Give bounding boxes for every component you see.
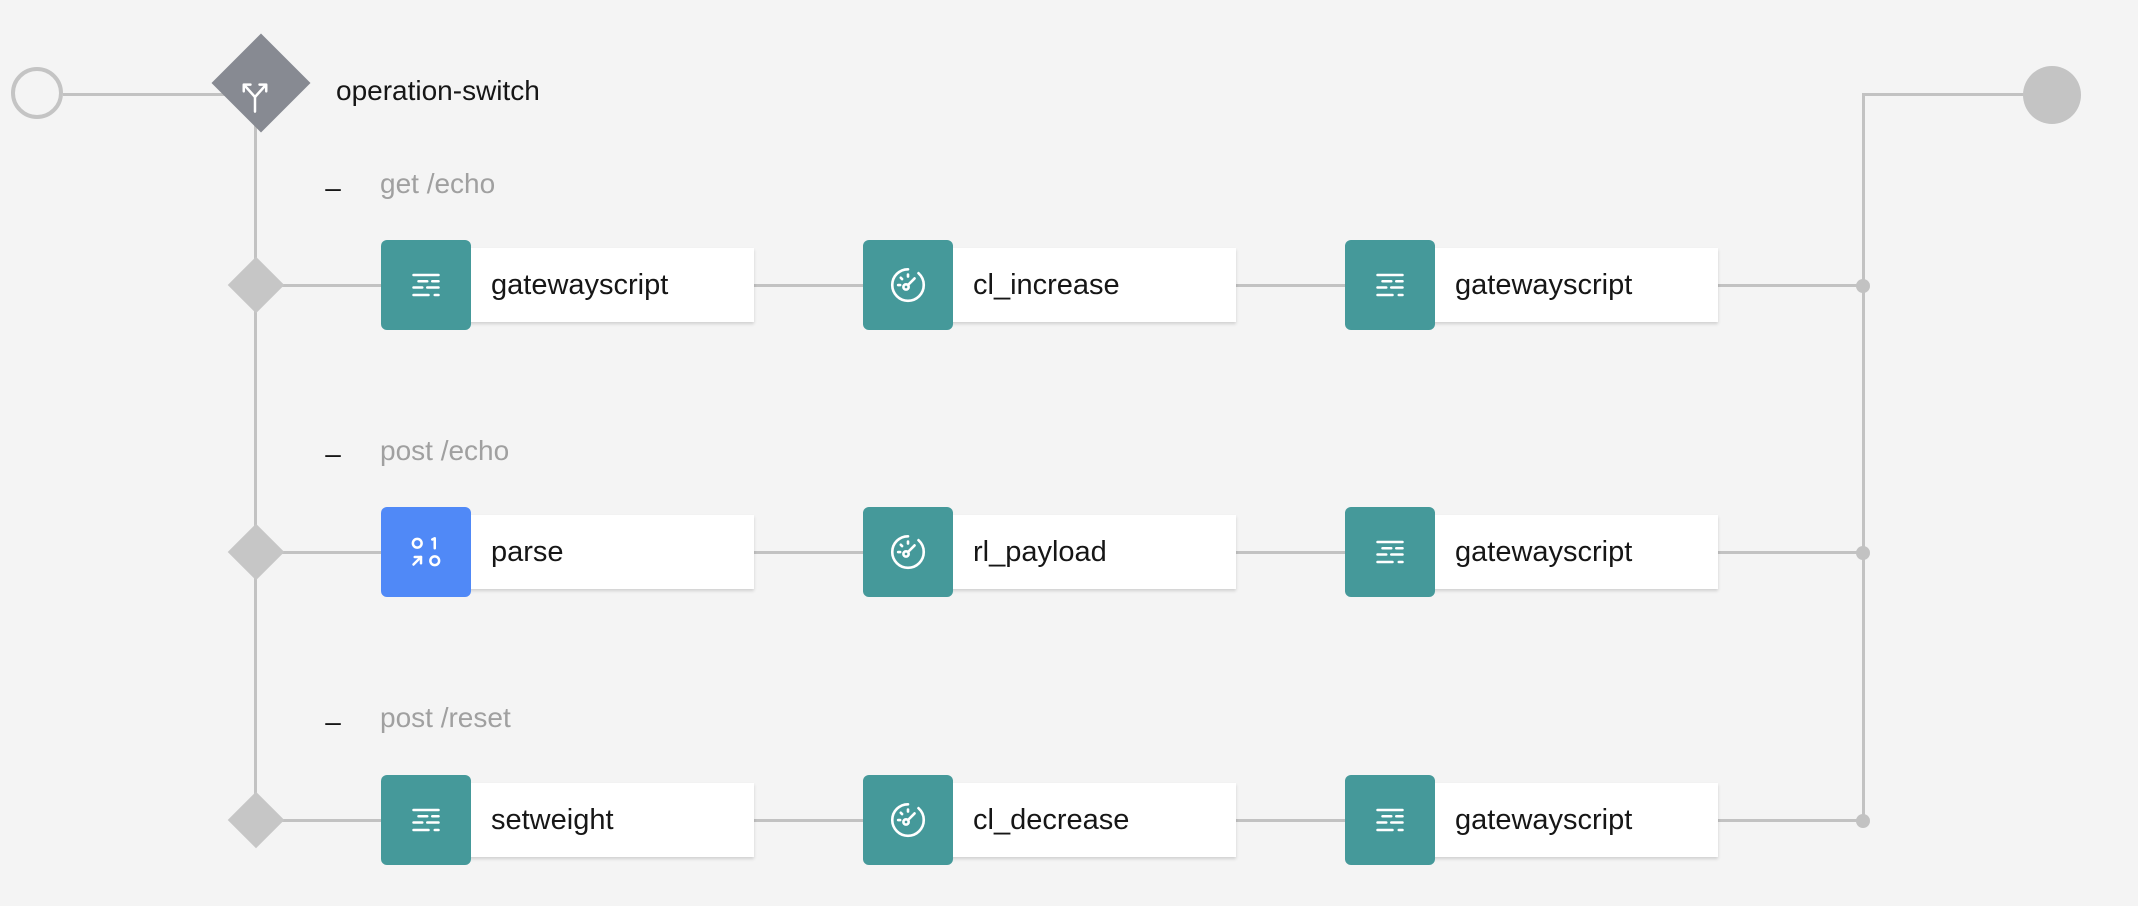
policy-label: gatewayscript [491, 269, 669, 301]
connector-merge-trunk [1862, 93, 1865, 823]
policy-card [1405, 248, 1718, 322]
gauge-icon [863, 240, 953, 330]
connector-end [1862, 93, 2024, 96]
policy-card [923, 515, 1236, 589]
policy-node[interactable]: rl_payload [863, 507, 1238, 597]
policy-label: gatewayscript [1455, 269, 1633, 301]
policy-node[interactable]: gatewayscript [1345, 775, 1720, 865]
script-icon [381, 240, 471, 330]
case-label[interactable]: post /echo [380, 435, 510, 466]
script-icon [1345, 240, 1435, 330]
policy-card [441, 248, 754, 322]
script-icon [381, 775, 471, 865]
merge-dot [1856, 546, 1870, 560]
case-label[interactable]: post /reset [380, 702, 511, 733]
policy-label: rl_payload [973, 536, 1107, 568]
script-icon [1345, 507, 1435, 597]
case-branch-diamond[interactable] [227, 256, 285, 314]
policy-card [441, 515, 754, 589]
case-branch-diamond[interactable] [227, 523, 285, 581]
script-icon [1345, 775, 1435, 865]
gauge-icon [863, 507, 953, 597]
policy-label: parse [491, 536, 564, 568]
collapse-toggle[interactable]: – [325, 438, 341, 469]
collapse-toggle[interactable]: – [325, 172, 341, 203]
policy-node[interactable]: cl_decrease [863, 775, 1238, 865]
policy-node[interactable]: gatewayscript [381, 240, 756, 330]
parse-icon [381, 507, 471, 597]
policy-label: gatewayscript [1455, 804, 1633, 836]
policy-label: cl_decrease [973, 804, 1130, 836]
policy-card [923, 783, 1236, 857]
connector-switch-trunk [254, 118, 257, 823]
collapse-toggle[interactable]: – [325, 706, 341, 737]
gauge-icon [863, 775, 953, 865]
policy-card [1405, 515, 1718, 589]
policy-label: gatewayscript [1455, 536, 1633, 568]
case-label[interactable]: get /echo [380, 168, 496, 199]
policy-card [441, 783, 754, 857]
policy-node[interactable]: cl_increase [863, 240, 1238, 330]
policy-node[interactable]: gatewayscript [1345, 507, 1720, 597]
policy-node[interactable]: setweight [381, 775, 756, 865]
switch-label[interactable]: operation-switch [336, 75, 540, 106]
case-branch-diamond[interactable] [227, 791, 285, 849]
connector-start [63, 93, 243, 96]
merge-dot [1856, 814, 1870, 828]
policy-label: cl_increase [973, 269, 1120, 301]
policy-card [923, 248, 1236, 322]
policy-node[interactable]: gatewayscript [1345, 240, 1720, 330]
policy-node[interactable]: parse [381, 507, 756, 597]
start-node [11, 67, 63, 119]
end-node [2023, 66, 2081, 124]
policy-card [1405, 783, 1718, 857]
merge-dot [1856, 279, 1870, 293]
policy-label: setweight [491, 804, 614, 836]
branch-icon [231, 73, 279, 121]
